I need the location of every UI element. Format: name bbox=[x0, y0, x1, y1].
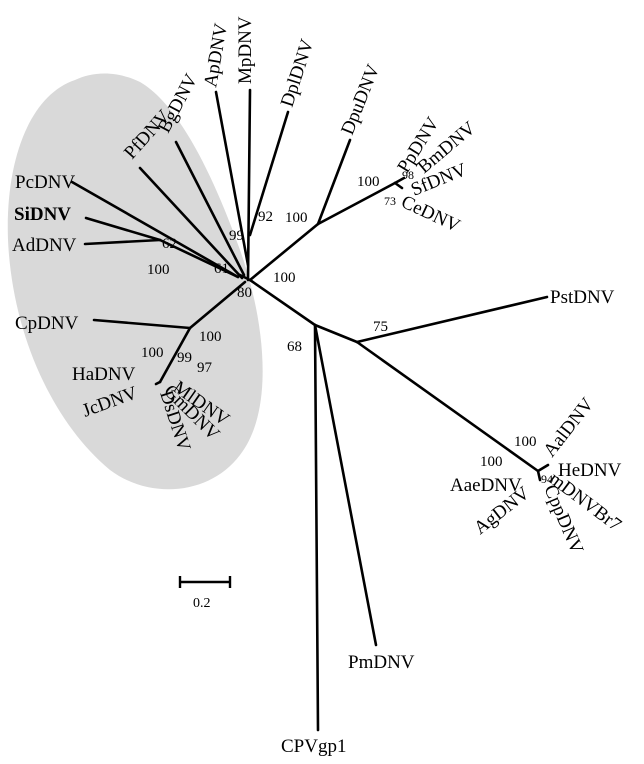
taxon-cednv: CeDNV bbox=[398, 191, 464, 236]
support-100-pp: 100 bbox=[357, 174, 380, 190]
support-99-lower: 99 bbox=[177, 350, 192, 366]
taxon-cpdnv: CpDNV bbox=[15, 313, 79, 334]
taxon-cpvgp1: CPVgp1 bbox=[281, 736, 346, 757]
support-99-upper: 99 bbox=[229, 228, 244, 244]
support-94: 94 bbox=[541, 472, 553, 486]
branch-pp-group bbox=[316, 181, 397, 226]
taxon-addnv: AdDNV bbox=[12, 235, 77, 256]
support-73: 73 bbox=[384, 194, 396, 208]
branch-addnv bbox=[83, 238, 162, 246]
taxon-pstdnv: PstDNV bbox=[550, 287, 615, 308]
branch-right-stem bbox=[248, 222, 320, 282]
branch-ha-tip bbox=[154, 380, 162, 386]
support-100-aae: 100 bbox=[480, 454, 503, 470]
tree-branches bbox=[70, 88, 550, 732]
taxon-aaldnv: AalDNV bbox=[539, 394, 598, 461]
branch-aal-tip bbox=[536, 463, 550, 473]
branch-apdnv bbox=[214, 90, 250, 267]
support-68: 68 bbox=[287, 339, 302, 355]
taxon-dpldnv: DplDNV bbox=[277, 37, 319, 110]
support-values: 92 99 100 100 98 73 62 100 61 80 100 100… bbox=[141, 168, 553, 486]
taxon-sidnv: SiDNV bbox=[14, 204, 71, 225]
branch-dpldnv bbox=[248, 110, 290, 237]
branch-cpdnv bbox=[92, 318, 192, 330]
taxon-hednv: HeDNV bbox=[558, 460, 622, 481]
support-97: 97 bbox=[197, 360, 213, 376]
branch-75 bbox=[313, 323, 359, 344]
branch-dpudnv bbox=[316, 138, 352, 226]
branch-pfdnv bbox=[138, 166, 244, 280]
taxon-hadnv: HaDNV bbox=[72, 364, 136, 385]
branch-sidnv-group bbox=[158, 238, 240, 279]
taxon-aaednv: AaeDNV bbox=[450, 475, 522, 496]
support-100-aal: 100 bbox=[514, 434, 537, 450]
support-100-dpu: 100 bbox=[285, 210, 308, 226]
branch-ha-group bbox=[158, 326, 192, 384]
support-100-root: 100 bbox=[273, 270, 296, 286]
support-92: 92 bbox=[258, 209, 273, 225]
support-80: 80 bbox=[237, 285, 252, 301]
branch-sidnv bbox=[84, 216, 162, 242]
branch-pcdnv bbox=[70, 180, 240, 279]
support-62: 62 bbox=[162, 236, 177, 252]
support-98: 98 bbox=[402, 168, 414, 182]
taxon-apdnv: ApDNV bbox=[200, 22, 232, 89]
branch-aae-tip bbox=[536, 469, 542, 482]
branch-cpvgp1 bbox=[313, 323, 320, 732]
support-100-cp: 100 bbox=[199, 329, 222, 345]
support-75: 75 bbox=[373, 319, 388, 335]
branch-aal-group bbox=[355, 340, 540, 473]
taxon-pmdnv: PmDNV bbox=[348, 652, 415, 673]
scale-bar-label: 0.2 bbox=[193, 596, 211, 611]
support-100-ha: 100 bbox=[141, 345, 164, 361]
branch-bgdnv bbox=[174, 140, 246, 277]
support-61: 61 bbox=[214, 261, 229, 277]
scale-bar: 0.2 bbox=[178, 576, 232, 611]
highlighted-clade-region bbox=[7, 73, 263, 490]
taxon-dpudnv: DpuDNV bbox=[337, 61, 384, 138]
support-100-ad: 100 bbox=[147, 262, 170, 278]
branch-80 bbox=[188, 280, 247, 330]
branch-pmdnv bbox=[313, 323, 378, 647]
branch-down-stem bbox=[248, 278, 317, 327]
taxon-mpdnv: MpDNV bbox=[235, 16, 256, 84]
taxon-pcdnv: PcDNV bbox=[15, 172, 75, 193]
branch-mpdnv bbox=[246, 88, 252, 282]
branch-pstdnv bbox=[355, 295, 549, 344]
branch-pp-tip1 bbox=[393, 176, 406, 185]
branch-pp-tip2 bbox=[393, 181, 404, 190]
